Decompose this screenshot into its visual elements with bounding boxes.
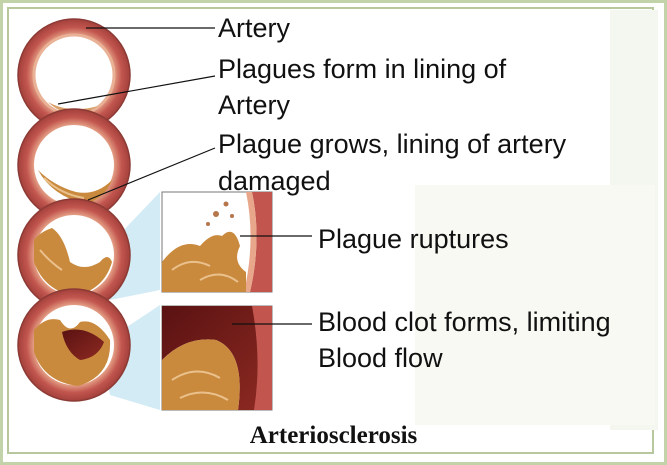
diagram-caption: Arteriosclerosis xyxy=(0,422,667,450)
artery-cross-section-blood-clot xyxy=(18,289,130,401)
label-plaques-form-line1: Plagues form in lining of xyxy=(218,55,506,85)
label-blood-clot-line2: Blood flow xyxy=(318,344,443,374)
inset-blood-clot xyxy=(162,306,272,410)
label-artery: Artery xyxy=(218,14,290,44)
label-plaques-form-line2: Artery xyxy=(218,91,290,121)
label-plaque-grows-line1: Plague grows, lining of artery xyxy=(218,130,566,160)
label-plaque-grows-line2: damaged xyxy=(218,167,331,197)
label-blood-clot-line1: Blood clot forms, limiting xyxy=(318,308,611,338)
inset-plaque-rupture xyxy=(162,192,272,292)
label-plaque-ruptures: Plague ruptures xyxy=(318,225,509,255)
